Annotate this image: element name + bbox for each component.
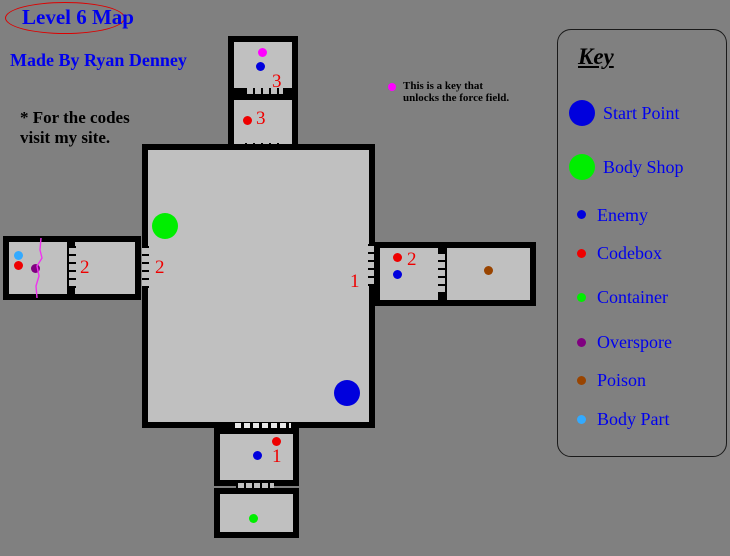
codes-note: * For the codes visit my site. — [20, 108, 130, 147]
map-dot-poison-icon — [484, 266, 493, 275]
force-field-bars — [69, 246, 76, 288]
container-swatch-icon — [577, 293, 586, 302]
page-title: Level 6 Map — [22, 5, 134, 29]
start-point-swatch-icon — [569, 100, 595, 126]
key-legend-label: Body Shop — [603, 157, 684, 177]
overspore-swatch-icon — [577, 338, 586, 347]
room-label-right-inner: 2 — [407, 249, 417, 270]
door-label-left-outer: 2 — [80, 257, 90, 278]
key-legend-label: Start Point — [603, 103, 680, 123]
force-field-central-right[interactable] — [368, 244, 375, 286]
map-dot-codebox-icon — [14, 261, 23, 270]
key-legend-label: Codebox — [597, 243, 662, 263]
author-credit: Made By Ryan Denney — [10, 50, 187, 70]
map-dot-codebox-icon — [243, 116, 252, 125]
force-field-bars — [368, 244, 375, 286]
title-ellipse-decoration — [5, 2, 125, 34]
room-label-top-lower: 3 — [256, 108, 266, 129]
door-label-central-left: 2 — [155, 257, 165, 278]
map-dot-container-icon — [249, 514, 258, 523]
enemy-swatch-icon — [577, 210, 586, 219]
doorway-central-bottom[interactable] — [235, 423, 291, 428]
force-field-left-outer[interactable] — [69, 246, 76, 288]
poison-swatch-icon — [577, 376, 586, 385]
map-dot-enemy-icon — [253, 451, 262, 460]
room-central[interactable] — [142, 144, 375, 428]
key-annotation-text: This is a key that unlocks the force fie… — [403, 80, 510, 104]
body-shop-swatch-icon — [569, 154, 595, 180]
room-top-lower[interactable] — [228, 94, 298, 150]
room-bottom-lower[interactable] — [214, 488, 299, 538]
key-item-dot-icon — [388, 83, 396, 91]
map-marker-start-point — [334, 380, 360, 406]
force-field-bars — [245, 88, 283, 95]
map-dot-enemy-icon — [256, 62, 265, 71]
force-field-bars — [236, 483, 274, 490]
room-right-outer[interactable] — [441, 242, 536, 306]
room-label-bottom-upper: 1 — [272, 446, 282, 467]
codebox-swatch-icon — [577, 249, 586, 258]
room-left-inner[interactable] — [69, 236, 141, 300]
map-marker-body-shop — [152, 213, 178, 239]
key-legend-label: Body Part — [597, 409, 670, 429]
force-field-right-inner[interactable] — [438, 252, 445, 294]
body-part-swatch-icon — [577, 415, 586, 424]
force-field-bars — [142, 246, 149, 288]
map-dot-body-part-icon — [14, 251, 23, 260]
force-field-top-rooms[interactable] — [245, 88, 283, 95]
room-label-top-upper: 3 — [272, 71, 282, 92]
key-legend-label: Container — [597, 287, 668, 307]
key-legend-panel — [557, 29, 727, 457]
map-dot-overspore-icon — [31, 264, 40, 273]
key-legend-label: Enemy — [597, 205, 648, 225]
force-field-central-left[interactable] — [142, 246, 149, 288]
door-label-central-right: 1 — [350, 271, 360, 292]
map-dot-codebox-icon — [393, 253, 402, 262]
key-legend-label: Poison — [597, 370, 647, 390]
key-legend-label: Overspore — [597, 332, 672, 352]
map-dot-key-icon — [258, 48, 267, 57]
force-field-bars — [438, 252, 445, 294]
map-squiggle-line — [35, 237, 43, 299]
force-field-bottom-rooms[interactable] — [236, 483, 274, 490]
map-dot-codebox-icon — [272, 437, 281, 446]
key-legend-heading: Key — [578, 44, 614, 69]
map-dot-enemy-icon — [393, 270, 402, 279]
